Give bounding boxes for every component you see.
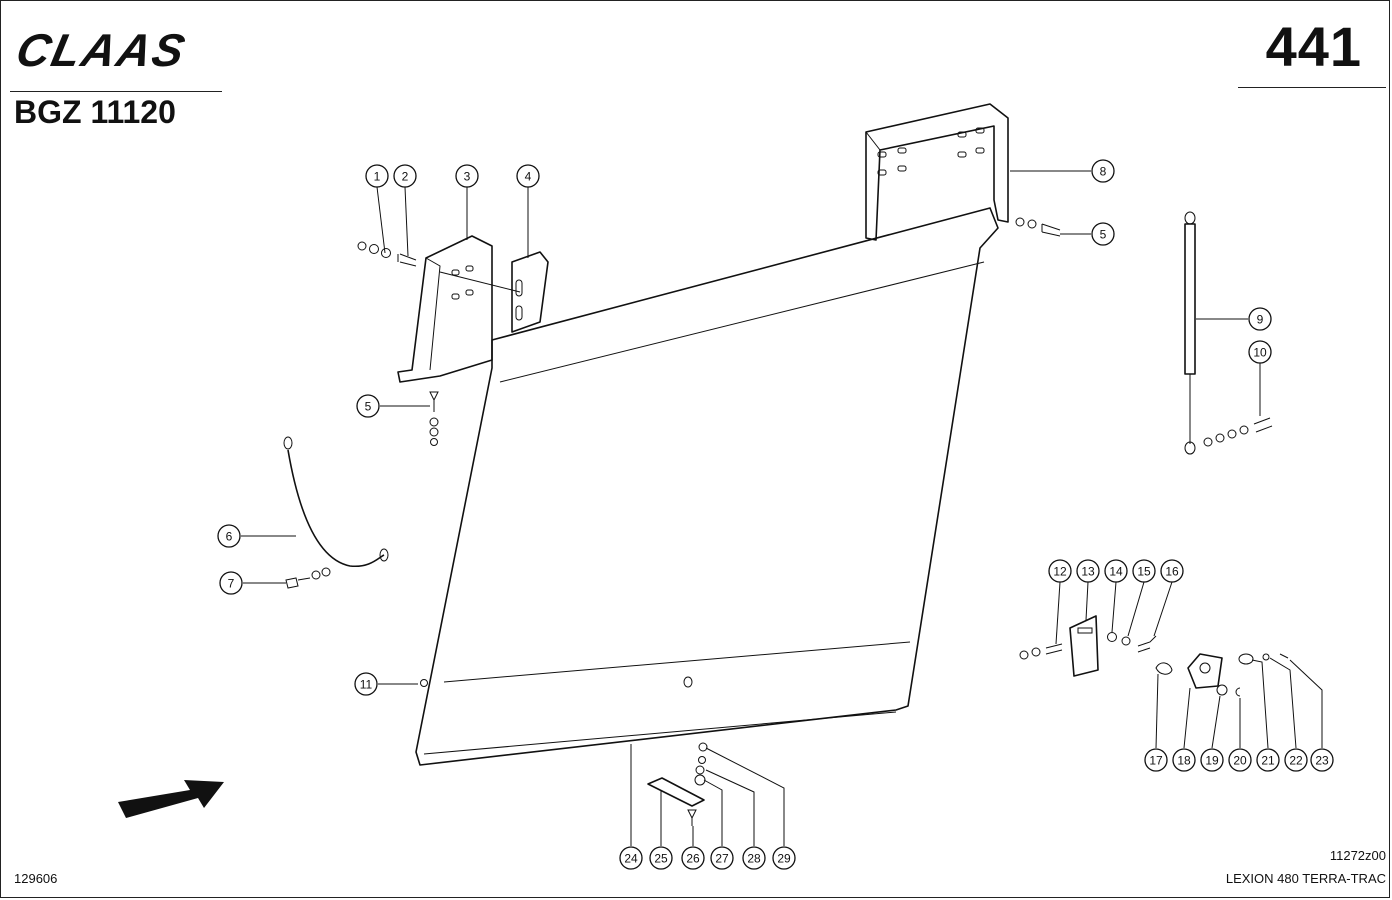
fastener-set-5-lower xyxy=(429,391,439,446)
callout-label: 26 xyxy=(686,852,700,866)
callout-5: 5 xyxy=(1091,222,1115,246)
callout-6: 6 xyxy=(217,524,241,548)
callout-8: 8 xyxy=(1091,159,1115,183)
lower-fastener-set xyxy=(647,742,708,826)
lock-assembly xyxy=(1019,615,1289,697)
brand-text: CLAAS xyxy=(12,24,191,75)
fastener-set-5-rear xyxy=(1015,217,1061,237)
fastener-set-1-2 xyxy=(357,241,417,267)
document-code: BGZ 11120 xyxy=(14,94,176,130)
callout-4: 4 xyxy=(516,164,540,188)
footer-left-id: 129606 xyxy=(14,871,58,886)
claas-logo: CLAAS xyxy=(12,24,191,75)
callout-label: 12 xyxy=(1053,565,1067,579)
callout-label: 29 xyxy=(777,852,791,866)
direction-arrow-icon xyxy=(118,780,224,818)
callout-20: 20 xyxy=(1228,748,1252,772)
footer-model: LEXION 480 TERRA-TRAC xyxy=(1225,871,1386,886)
callout-label: 5 xyxy=(365,400,372,414)
callout-24: 24 xyxy=(619,846,643,870)
callout-label: 6 xyxy=(226,530,233,544)
callout-label: 23 xyxy=(1315,754,1329,768)
callout-21: 21 xyxy=(1256,748,1280,772)
callout-label: 27 xyxy=(715,852,729,866)
cover-panel xyxy=(415,207,999,766)
callout-15: 15 xyxy=(1132,559,1156,583)
callout-label: 10 xyxy=(1253,346,1267,360)
callout-label: 13 xyxy=(1081,565,1095,579)
callout-label: 28 xyxy=(747,852,761,866)
callout-17: 17 xyxy=(1144,748,1168,772)
callout-label: 11 xyxy=(360,678,373,692)
plug-11 xyxy=(420,679,428,687)
footer-drawing-ref: 11272z00 xyxy=(1329,848,1386,863)
callout-10: 10 xyxy=(1248,340,1272,364)
callout-label: 17 xyxy=(1149,754,1163,768)
page-number-underline xyxy=(1238,87,1386,88)
callout-label: 22 xyxy=(1289,754,1303,768)
retaining-cable xyxy=(283,436,389,568)
callout-28: 28 xyxy=(742,846,766,870)
page-number: 441 xyxy=(1265,15,1362,78)
leader-lines xyxy=(241,170,1323,846)
bracket-rear xyxy=(865,103,1009,241)
callout-label: 15 xyxy=(1137,565,1151,579)
gas-strut xyxy=(1184,211,1273,455)
callout-11: 11 xyxy=(354,672,378,696)
callout-label: 5 xyxy=(1100,228,1107,242)
callout-label: 21 xyxy=(1261,754,1275,768)
callout-2: 2 xyxy=(393,164,417,188)
callout-14: 14 xyxy=(1104,559,1128,583)
callout-1: 1 xyxy=(365,164,389,188)
callout-18: 18 xyxy=(1172,748,1196,772)
callout-label: 2 xyxy=(402,170,409,184)
callout-label: 8 xyxy=(1100,165,1107,179)
callout-label: 3 xyxy=(464,170,471,184)
callout-13: 13 xyxy=(1076,559,1100,583)
bracket-front xyxy=(397,235,493,383)
callout-label: 25 xyxy=(654,852,668,866)
callout-26: 26 xyxy=(681,846,705,870)
callout-label: 16 xyxy=(1165,565,1179,579)
callout-23: 23 xyxy=(1310,748,1334,772)
callout-19: 19 xyxy=(1200,748,1224,772)
callout-label: 20 xyxy=(1233,754,1247,768)
callout-label: 18 xyxy=(1177,754,1191,768)
callout-label: 4 xyxy=(525,170,532,184)
callout-label: 24 xyxy=(624,852,638,866)
callout-label: 7 xyxy=(228,577,235,591)
callout-12: 12 xyxy=(1048,559,1072,583)
callout-29: 29 xyxy=(772,846,796,870)
callout-label: 14 xyxy=(1109,565,1123,579)
callout-22: 22 xyxy=(1284,748,1308,772)
callout-27: 27 xyxy=(710,846,734,870)
brand-underline xyxy=(10,91,222,92)
callout-3: 3 xyxy=(455,164,479,188)
callout-25: 25 xyxy=(649,846,673,870)
callout-label: 9 xyxy=(1257,313,1264,327)
callout-label: 1 xyxy=(374,170,381,184)
callout-16: 16 xyxy=(1160,559,1184,583)
hinge-plate xyxy=(439,251,549,333)
fastener-set-7 xyxy=(285,567,331,589)
callout-7: 7 xyxy=(219,571,243,595)
callout-label: 19 xyxy=(1205,754,1219,768)
callout-9: 9 xyxy=(1248,307,1272,331)
callout-5: 5 xyxy=(356,394,380,418)
